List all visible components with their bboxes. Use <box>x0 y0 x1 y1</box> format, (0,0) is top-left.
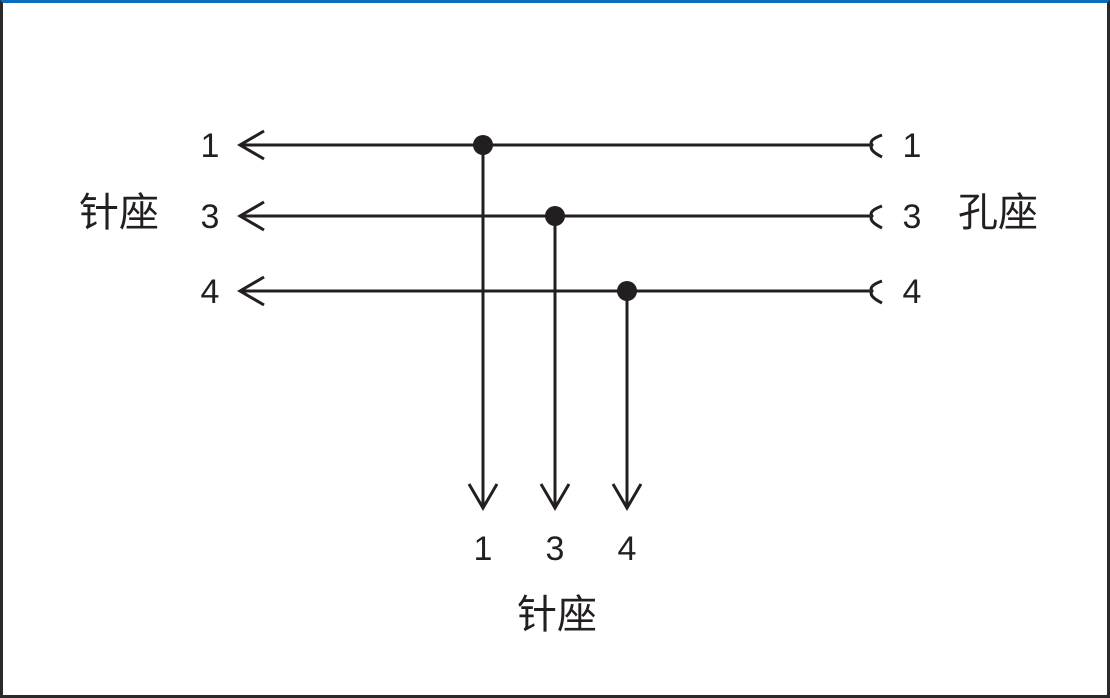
down-arrow-1-icon <box>467 483 499 511</box>
socket-3-icon <box>869 204 883 230</box>
left-pin-4: 4 <box>201 273 220 311</box>
right-connector-label: 孔座 <box>958 190 1038 236</box>
socket-4-icon <box>869 279 883 305</box>
junction-4 <box>617 281 637 301</box>
right-pin-1: 1 <box>903 127 922 165</box>
left-arrow-4-icon <box>237 275 265 307</box>
bottom-pin-1: 1 <box>474 530 493 568</box>
bottom-connector-label: 针座 <box>517 592 597 638</box>
left-connector-label: 针座 <box>79 190 159 236</box>
right-pin-4: 4 <box>903 273 922 311</box>
junction-1 <box>473 135 493 155</box>
left-pin-3: 3 <box>201 198 220 236</box>
down-arrow-3-icon <box>539 483 571 511</box>
left-arrow-1-icon <box>237 129 265 161</box>
junction-3 <box>545 206 565 226</box>
right-pin-3: 3 <box>903 198 922 236</box>
bottom-pin-3: 3 <box>546 530 565 568</box>
down-arrow-4-icon <box>611 483 643 511</box>
left-pin-1: 1 <box>201 127 220 165</box>
bottom-pin-4: 4 <box>618 530 637 568</box>
left-arrow-3-icon <box>237 200 265 232</box>
socket-1-icon <box>869 133 883 159</box>
